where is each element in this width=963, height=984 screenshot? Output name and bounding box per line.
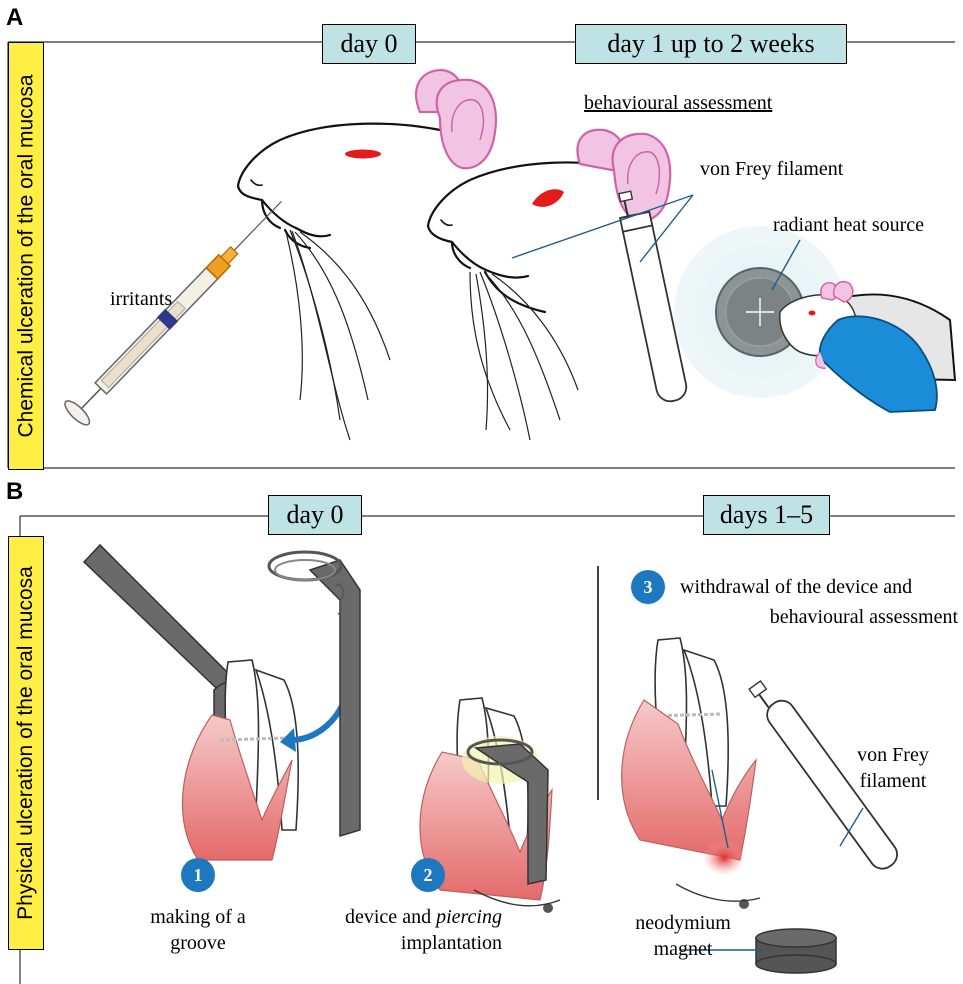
neodymium-magnet — [756, 929, 836, 973]
panel-a-side-label: Chemical ulceration of the oral mucosa — [8, 42, 44, 470]
rat-head-day1 — [428, 162, 620, 312]
panel-b-letter: B — [6, 478, 23, 506]
panel-b-side-label-text: Physical ulceration of the oral mucosa — [14, 566, 38, 920]
syringe — [62, 190, 293, 428]
von-frey-label-b-line1: von Frey — [838, 744, 948, 767]
tooth-step1 — [182, 660, 298, 860]
rat-whiskers-day1 — [470, 272, 578, 440]
behavioural-assessment-label: behavioural assessment — [584, 92, 772, 115]
step-1-label-line1: making of a — [118, 906, 278, 929]
panel-a-time-box-day0: day 0 — [322, 24, 416, 64]
step-2-label-line2: implantation — [270, 932, 502, 955]
radiant-heat-label: radiant heat source — [773, 214, 924, 237]
von-frey-label-b-line2: filament — [838, 770, 948, 793]
step-2-label-line1: device and piercing — [270, 906, 502, 929]
rat-in-hand — [780, 282, 955, 412]
step-1-badge: 1 — [181, 858, 215, 892]
von-frey-label-a: von Frey filament — [700, 158, 843, 181]
step-2-label-italic: piercing — [436, 906, 502, 928]
panel-b-time-box-days: days 1–5 — [703, 495, 830, 535]
step-3-badge: 3 — [631, 570, 665, 604]
panel-a-side-label-text: Chemical ulceration of the oral mucosa — [14, 74, 38, 437]
rat-ear-day0 — [416, 70, 496, 168]
panel-a-letter: A — [6, 4, 23, 32]
rat-whiskers-day0 — [286, 230, 390, 440]
irritants-label: irritants — [110, 288, 172, 311]
magnet-label-line1: neodymium — [618, 912, 748, 935]
tooth-step3 — [622, 638, 760, 909]
panel-b-time-box-day0: day 0 — [268, 495, 362, 535]
rat-eye-day0 — [345, 150, 381, 159]
rat-head-day0 — [238, 124, 440, 248]
step-1-label-line2: groove — [118, 932, 278, 955]
step-3-label-line1: withdrawal of the device and — [680, 576, 912, 599]
step-3-label-line2: behavioural assessment — [640, 606, 958, 629]
step-2-label-pre: device and — [345, 906, 436, 928]
magnet-label-line2: magnet — [618, 938, 748, 961]
panel-b-side-label: Physical ulceration of the oral mucosa — [8, 536, 44, 950]
panel-a-time-box-day1: day 1 up to 2 weeks — [575, 24, 847, 64]
step-2-badge: 2 — [411, 858, 445, 892]
